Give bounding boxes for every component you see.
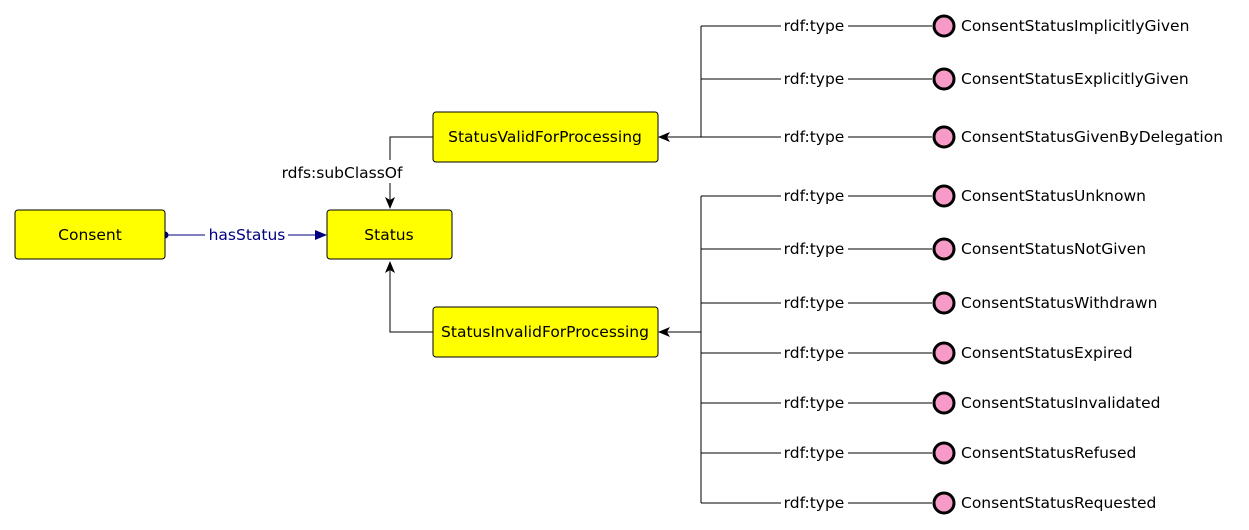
invalid-instance-row: rdf:type ConsentStatusExpired	[701, 341, 1133, 365]
rdf-type-label: rdf:type	[784, 444, 845, 462]
consent-class-label: Consent	[58, 226, 122, 244]
instance-node[interactable]	[932, 441, 956, 465]
rdf-type-label: rdf:type	[784, 128, 845, 146]
rdf-type-label: rdf:type	[784, 344, 845, 362]
valid-subclass-edge: rdfs:subClassOf	[282, 136, 433, 209]
rdf-type-label: rdf:type	[784, 240, 845, 258]
instance-label: ConsentStatusImplicitlyGiven	[961, 17, 1189, 35]
valid-for-processing-label: StatusValidForProcessing	[448, 128, 642, 146]
rdf-type-label: rdf:type	[784, 394, 845, 412]
invalid-subclass-edge	[385, 261, 433, 333]
invalid-instance-row: rdf:type ConsentStatusNotGiven	[701, 237, 1146, 261]
invalid-for-processing-class-box[interactable]: StatusInvalidForProcessing	[432, 306, 659, 358]
instance-label: ConsentStatusUnknown	[961, 187, 1146, 205]
instance-node[interactable]	[932, 14, 956, 38]
instance-label: ConsentStatusInvalidated	[961, 394, 1161, 412]
status-class-label: Status	[364, 226, 413, 244]
valid-type-trunk	[658, 26, 702, 142]
instance-label: ConsentStatusGivenByDelegation	[961, 128, 1223, 146]
instance-label: ConsentStatusExpired	[961, 344, 1133, 362]
has-status-edge: hasStatus	[161, 226, 327, 244]
consent-class-box[interactable]: Consent	[14, 209, 166, 260]
valid-instance-row: rdf:type ConsentStatusImplicitlyGiven	[701, 14, 1189, 38]
instance-node[interactable]	[932, 341, 956, 365]
instance-label: ConsentStatusExplicitlyGiven	[961, 70, 1189, 88]
subclass-of-label: rdfs:subClassOf	[282, 164, 403, 182]
status-class-box[interactable]: Status	[326, 209, 453, 260]
invalid-for-processing-label: StatusInvalidForProcessing	[441, 323, 649, 341]
instance-label: ConsentStatusWithdrawn	[961, 294, 1157, 312]
instance-label: ConsentStatusRequested	[961, 494, 1156, 512]
instance-node[interactable]	[932, 237, 956, 261]
invalid-instance-row: rdf:type ConsentStatusWithdrawn	[701, 291, 1157, 315]
invalid-instance-row: rdf:type ConsentStatusUnknown	[701, 184, 1146, 208]
instance-label: ConsentStatusNotGiven	[961, 240, 1146, 258]
has-status-label: hasStatus	[209, 226, 286, 244]
rdf-type-label: rdf:type	[784, 294, 845, 312]
valid-instance-row: rdf:type ConsentStatusExplicitlyGiven	[701, 67, 1189, 91]
invalid-type-trunk	[658, 196, 702, 503]
rdf-type-label: rdf:type	[784, 70, 845, 88]
rdf-type-label: rdf:type	[784, 494, 845, 512]
invalid-instance-row: rdf:type ConsentStatusRefused	[701, 441, 1136, 465]
rdf-type-label: rdf:type	[784, 17, 845, 35]
instance-node[interactable]	[932, 125, 956, 149]
invalid-instance-row: rdf:type ConsentStatusInvalidated	[701, 391, 1161, 415]
valid-for-processing-class-box[interactable]: StatusValidForProcessing	[432, 111, 659, 163]
instance-node[interactable]	[932, 184, 956, 208]
instance-node[interactable]	[932, 491, 956, 515]
invalid-instance-row: rdf:type ConsentStatusRequested	[701, 491, 1156, 515]
valid-instance-row: rdf:type ConsentStatusGivenByDelegation	[701, 125, 1223, 149]
instance-node[interactable]	[932, 391, 956, 415]
instance-node[interactable]	[932, 67, 956, 91]
rdf-type-label: rdf:type	[784, 187, 845, 205]
instance-node[interactable]	[932, 291, 956, 315]
instance-label: ConsentStatusRefused	[961, 444, 1136, 462]
